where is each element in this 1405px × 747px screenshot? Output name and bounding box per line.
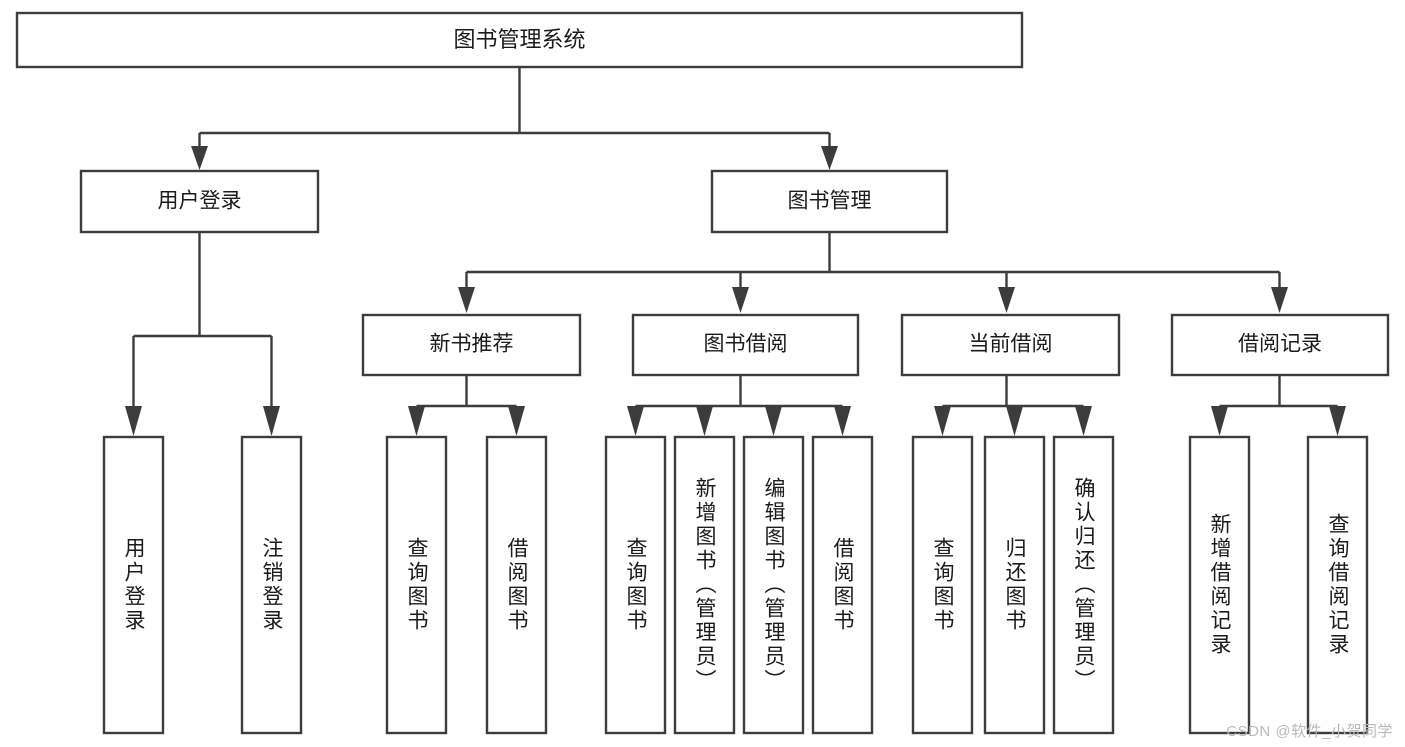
node-user-login-box[interactable] xyxy=(79,169,320,234)
node-book-management-box[interactable] xyxy=(710,169,949,234)
leaf-add-book-label: 新增图书（管理员） xyxy=(693,477,716,693)
leaf-query-book-current-label: 查询图书 xyxy=(931,537,954,633)
leaf-add-book[interactable] xyxy=(673,435,736,735)
arrow-head-current-borrow xyxy=(998,287,1015,313)
leaf-query-book-borrow-label: 查询图书 xyxy=(624,537,647,633)
leaf-logout[interactable] xyxy=(240,435,303,735)
node-root[interactable]: 图书管理系统 xyxy=(15,11,1024,69)
arrow-head-leaf-confirm-return xyxy=(1075,406,1092,436)
arrow-head-new-book-recommend xyxy=(458,287,475,313)
leaf-return-book-label: 归还图书 xyxy=(1003,537,1026,633)
node-current-borrow-label: 当前借阅 xyxy=(969,333,1053,356)
leaf-return-book-box[interactable] xyxy=(983,435,1046,735)
arrow-head-leaf-borrow-book-rec xyxy=(508,406,525,436)
leaf-query-book-rec-label: 查询图书 xyxy=(405,537,428,633)
node-book-borrow-box[interactable] xyxy=(631,313,860,377)
node-user-login-label: 用户登录 xyxy=(158,190,242,213)
node-root-box[interactable] xyxy=(15,11,1024,69)
leaf-add-book-box[interactable] xyxy=(673,435,736,735)
arrow-head-leaf-add-record xyxy=(1211,406,1228,436)
leaf-query-book-current[interactable] xyxy=(911,435,974,735)
node-new-book-recommend-label: 新书推荐 xyxy=(430,333,514,356)
arrow-head-leaf-return-book xyxy=(1006,406,1023,436)
node-current-borrow-box[interactable] xyxy=(900,313,1121,377)
leaf-user-login-label: 用户登录 xyxy=(122,537,145,633)
leaf-edit-book-label: 编辑图书（管理员） xyxy=(762,477,785,693)
arrow-head-leaf-query-book-current xyxy=(934,406,951,436)
leaf-borrow-book[interactable] xyxy=(811,435,874,735)
leaf-query-book-borrow-box[interactable] xyxy=(604,435,667,735)
arrow-head-user-login xyxy=(191,146,208,170)
connector-layer xyxy=(125,67,1346,436)
arrow-head-leaf-query-book-borrow xyxy=(627,406,644,436)
node-new-book-recommend-box[interactable] xyxy=(361,313,582,377)
arrow-head-leaf-logout xyxy=(263,406,280,436)
node-book-borrow-label: 图书借阅 xyxy=(704,333,788,356)
leaf-edit-book[interactable] xyxy=(742,435,805,735)
arrow-head-leaf-edit-book xyxy=(765,406,782,436)
leaf-query-record-box[interactable] xyxy=(1306,435,1369,735)
leaf-confirm-return-box[interactable] xyxy=(1052,435,1115,735)
arrow-head-leaf-query-book-rec xyxy=(408,406,425,436)
leaf-borrow-book-box[interactable] xyxy=(811,435,874,735)
leaf-logout-label: 注销登录 xyxy=(260,537,283,633)
leaf-add-record-label: 新增借阅记录 xyxy=(1208,513,1231,657)
node-borrow-record-label: 借阅记录 xyxy=(1238,333,1322,356)
leaf-borrow-book-rec[interactable] xyxy=(485,435,548,735)
leaf-query-book-current-box[interactable] xyxy=(911,435,974,735)
node-user-login[interactable]: 用户登录 xyxy=(79,169,320,234)
leaf-add-record[interactable] xyxy=(1188,435,1251,735)
node-book-management-label: 图书管理 xyxy=(788,190,872,213)
leaf-query-record[interactable] xyxy=(1306,435,1369,735)
leaf-user-login[interactable] xyxy=(102,435,165,735)
node-new-book-recommend[interactable]: 新书推荐 xyxy=(361,313,582,377)
leaf-query-book-rec[interactable] xyxy=(385,435,448,735)
leaf-borrow-book-label: 借阅图书 xyxy=(831,537,854,633)
node-borrow-record[interactable]: 借阅记录 xyxy=(1170,313,1390,377)
arrow-head-leaf-user-login xyxy=(125,406,142,436)
node-root-label: 图书管理系统 xyxy=(453,27,585,52)
leaf-borrow-book-rec-box[interactable] xyxy=(485,435,548,735)
arrow-head-leaf-add-book xyxy=(696,406,713,436)
arrow-head-book-management xyxy=(821,146,838,170)
node-current-borrow[interactable]: 当前借阅 xyxy=(900,313,1121,377)
leaf-confirm-return[interactable] xyxy=(1052,435,1115,735)
arrow-head-leaf-query-record xyxy=(1329,406,1346,436)
leaf-edit-book-box[interactable] xyxy=(742,435,805,735)
leaf-user-login-box[interactable] xyxy=(102,435,165,735)
leaf-add-record-box[interactable] xyxy=(1188,435,1251,735)
arrow-head-leaf-borrow-book xyxy=(834,406,851,436)
leaf-confirm-return-label: 确认归还（管理员） xyxy=(1072,477,1095,693)
leaf-query-book-rec-box[interactable] xyxy=(385,435,448,735)
arrow-head-borrow-record xyxy=(1271,287,1288,313)
node-book-management[interactable]: 图书管理 xyxy=(710,169,949,234)
leaf-query-book-borrow[interactable] xyxy=(604,435,667,735)
node-borrow-record-box[interactable] xyxy=(1170,313,1390,377)
node-book-borrow[interactable]: 图书借阅 xyxy=(631,313,860,377)
arrow-head-book-borrow xyxy=(732,287,749,313)
leaf-logout-box[interactable] xyxy=(240,435,303,735)
leaf-borrow-book-rec-label: 借阅图书 xyxy=(505,537,528,633)
leaf-return-book[interactable] xyxy=(983,435,1046,735)
leaf-query-record-label: 查询借阅记录 xyxy=(1326,513,1349,657)
